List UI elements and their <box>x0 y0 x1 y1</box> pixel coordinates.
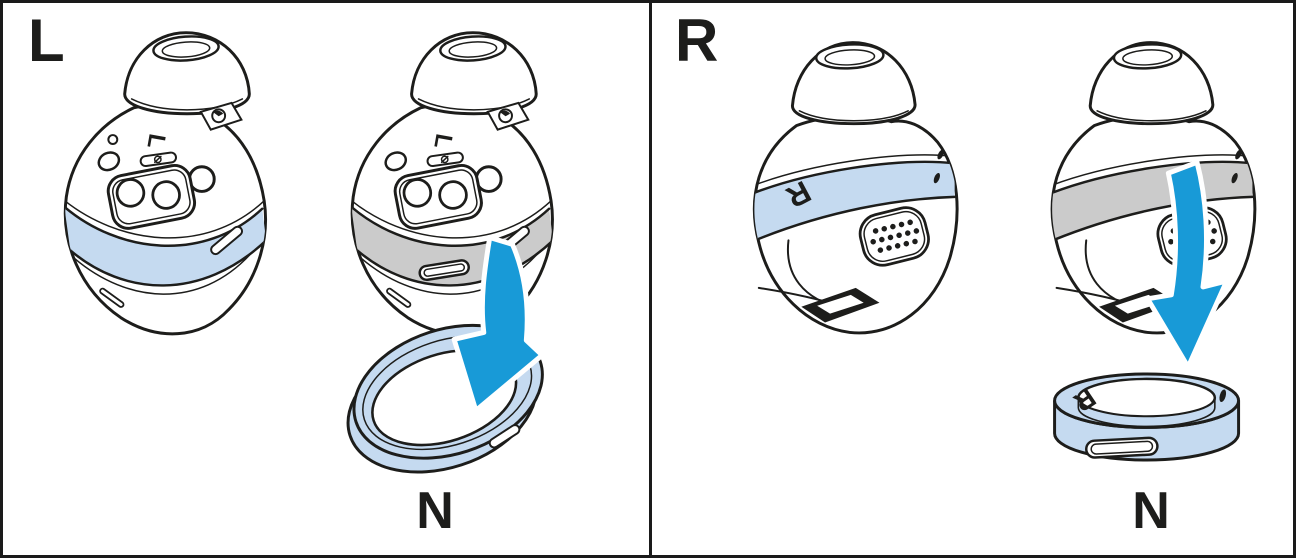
left-earbud-with-band <box>62 33 266 334</box>
ring-slot <box>1085 436 1159 459</box>
right-panel-illustration: R R <box>747 43 1255 462</box>
seam-tick <box>1219 389 1227 402</box>
panel-left-label: L <box>28 7 65 74</box>
removal-arrow-icon <box>1145 159 1230 370</box>
ring-inner-wall <box>1077 397 1216 428</box>
illustration-canvas: L <box>3 3 1293 474</box>
status-led-dot <box>107 134 119 145</box>
right-removable-ring: R <box>1053 372 1241 462</box>
panel-divider <box>649 3 652 555</box>
ring-slot <box>488 424 521 449</box>
right-earbud-with-band <box>747 43 957 333</box>
left-ring-label: N <box>416 482 454 540</box>
removal-arrow-icon <box>451 234 545 414</box>
panel-right-label: R <box>675 7 719 74</box>
band-center-slot <box>418 259 470 282</box>
right-ring-label: N <box>1132 482 1170 540</box>
left-panel-illustration <box>62 33 559 474</box>
